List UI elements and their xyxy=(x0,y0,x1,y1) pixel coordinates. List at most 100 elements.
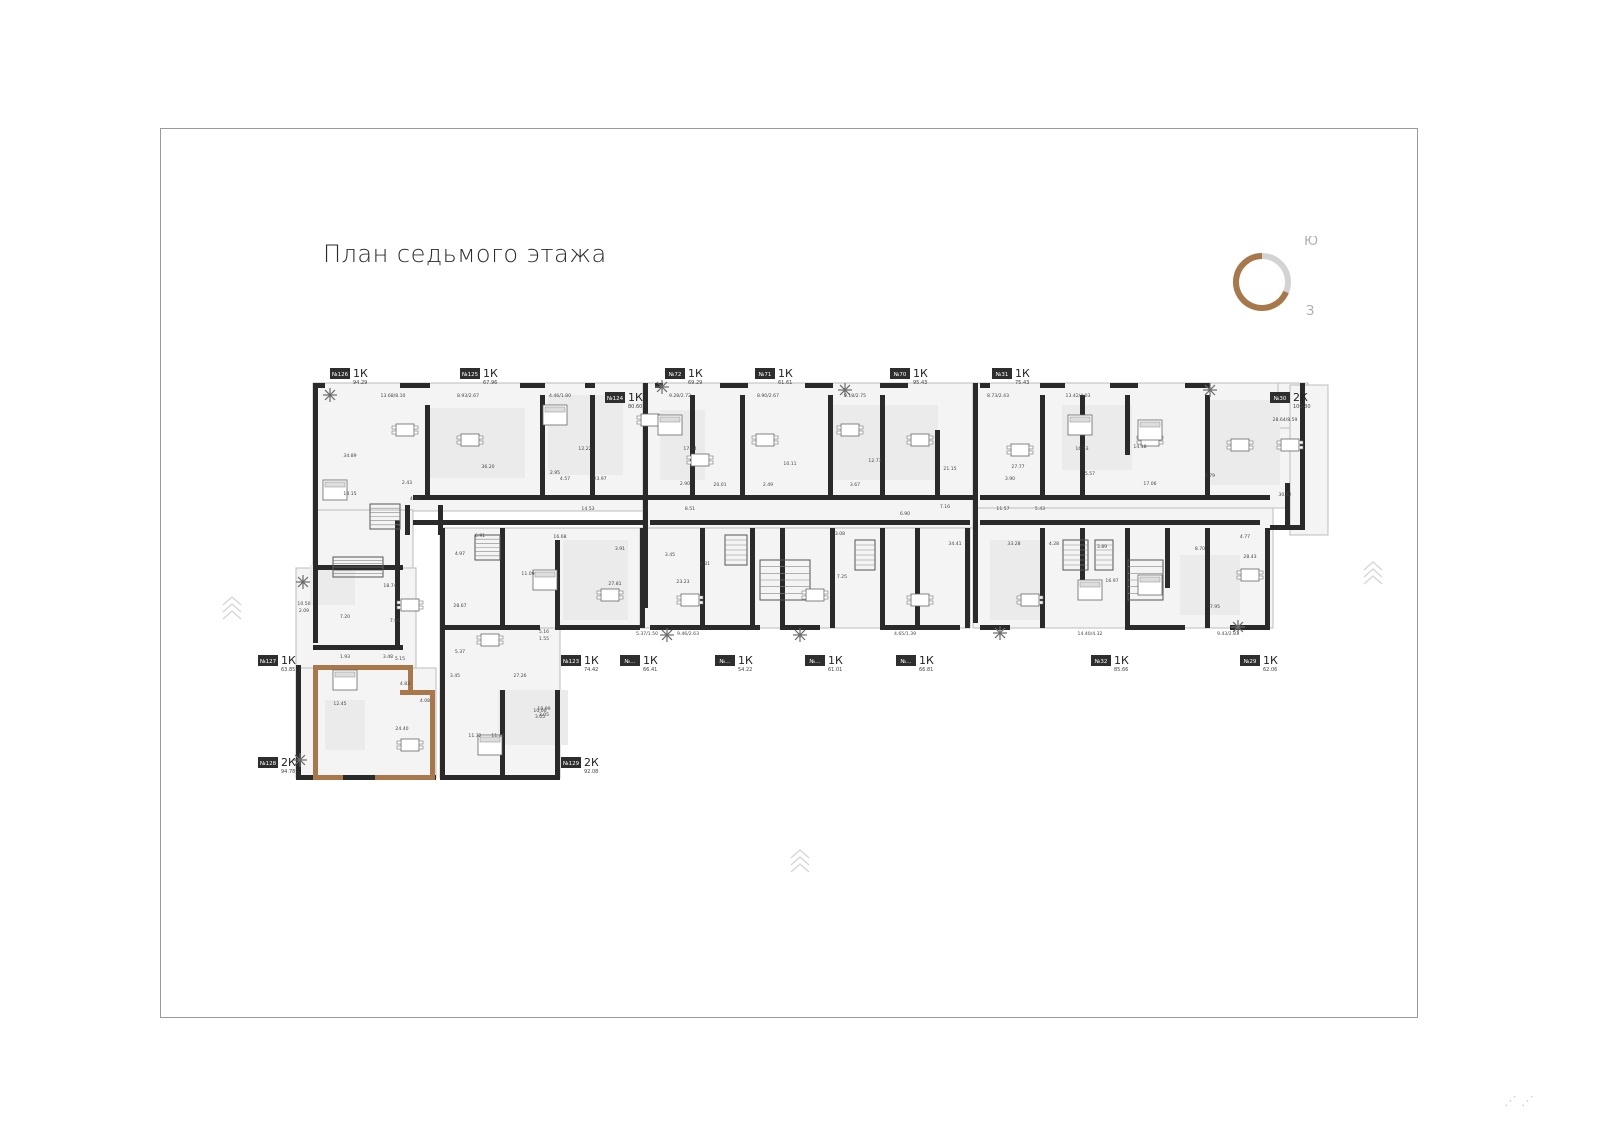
wall xyxy=(980,383,990,388)
chair xyxy=(823,590,829,595)
wall xyxy=(313,383,318,643)
room-area-label: 30.62 xyxy=(1278,492,1291,498)
chair xyxy=(618,590,624,595)
room-area-label: 3.79 xyxy=(1205,473,1215,479)
unit-number-box xyxy=(605,392,625,403)
room-area-label: 2.90 xyxy=(680,481,690,487)
unit-number-box xyxy=(890,368,910,379)
chair xyxy=(456,435,462,440)
table xyxy=(395,423,415,437)
leaf xyxy=(839,384,846,391)
unit-type: 1К xyxy=(913,367,928,380)
wall xyxy=(1270,525,1305,530)
chair xyxy=(928,440,934,445)
unit-number-box xyxy=(561,655,581,666)
leaf xyxy=(799,629,806,636)
unit-number: №31 xyxy=(996,372,1009,378)
room-area-label: 20.01 xyxy=(713,482,726,488)
wall xyxy=(880,528,885,628)
wall xyxy=(915,528,920,628)
unit-number-box xyxy=(665,368,685,379)
unit-number: №29 xyxy=(1244,659,1257,665)
unit-number-box xyxy=(330,368,350,379)
wall xyxy=(650,625,760,630)
unit-area: 54.22 xyxy=(738,667,752,673)
chair xyxy=(418,745,424,750)
plant xyxy=(838,383,852,397)
wall xyxy=(395,520,400,650)
dining-table xyxy=(391,423,419,437)
room-area-label: 3.67 xyxy=(850,482,860,488)
room-area-label: 12.22 xyxy=(578,446,591,452)
wall xyxy=(313,565,403,570)
chair xyxy=(1276,440,1282,445)
chair xyxy=(1298,440,1304,445)
table xyxy=(460,433,480,447)
leaf xyxy=(999,627,1006,634)
pillow xyxy=(1139,576,1161,583)
wall xyxy=(500,528,505,628)
plant xyxy=(793,628,807,642)
room-area-label: 4.97 xyxy=(410,496,420,502)
unit-number: №30 xyxy=(1274,396,1287,402)
dining-table xyxy=(836,423,864,437)
unit-number: №… xyxy=(809,659,820,665)
unit-area: 63.85 xyxy=(281,667,295,673)
leaf xyxy=(661,381,668,388)
leaf xyxy=(1204,384,1211,391)
entrance-icon xyxy=(222,596,242,620)
chair xyxy=(836,425,842,430)
leaf xyxy=(294,759,301,766)
unit-area: 67.96 xyxy=(483,380,497,386)
room-area-label: 3.91 xyxy=(615,546,625,552)
room-area-label: 1.93 xyxy=(340,654,350,660)
wall xyxy=(880,625,960,630)
wall xyxy=(425,405,430,495)
chevron xyxy=(222,603,242,613)
unit-number-box xyxy=(992,368,1012,379)
leaf xyxy=(661,386,668,393)
chevron xyxy=(1363,575,1383,585)
room-area-label: 28.43 xyxy=(1243,554,1256,560)
wall xyxy=(935,430,940,495)
wall xyxy=(740,395,745,495)
room-area-label: 28.64/8.59 xyxy=(1273,417,1298,423)
room-area-label: 5.43 xyxy=(1035,506,1045,512)
leaf xyxy=(1204,389,1211,396)
room-area-label: 10.00 xyxy=(533,708,546,714)
walls xyxy=(296,383,1305,780)
chevron xyxy=(790,863,810,873)
unit-number-box xyxy=(1091,655,1111,666)
chair xyxy=(698,595,704,600)
unit-type: 1К xyxy=(1015,367,1030,380)
wall xyxy=(700,528,705,628)
pillow xyxy=(479,736,501,743)
chair xyxy=(928,595,934,600)
chair xyxy=(476,635,482,640)
bed xyxy=(532,569,558,591)
chair xyxy=(498,635,504,640)
leaf xyxy=(299,759,306,766)
room-area-label: 4.83 xyxy=(400,681,410,687)
wall xyxy=(1125,395,1130,455)
chair xyxy=(708,455,714,460)
chair xyxy=(478,435,484,440)
chair xyxy=(906,600,912,605)
dining-table xyxy=(1006,443,1034,457)
room-area-label: 7.95 xyxy=(1210,604,1220,610)
wall xyxy=(980,625,1010,630)
chair xyxy=(476,640,482,645)
dining-table xyxy=(1226,438,1254,452)
page-title: План седьмого этажа xyxy=(323,240,607,268)
chevron xyxy=(790,856,810,866)
room-area-label: 36.20 xyxy=(481,464,494,470)
chair xyxy=(618,595,624,600)
leaf xyxy=(994,632,1001,639)
